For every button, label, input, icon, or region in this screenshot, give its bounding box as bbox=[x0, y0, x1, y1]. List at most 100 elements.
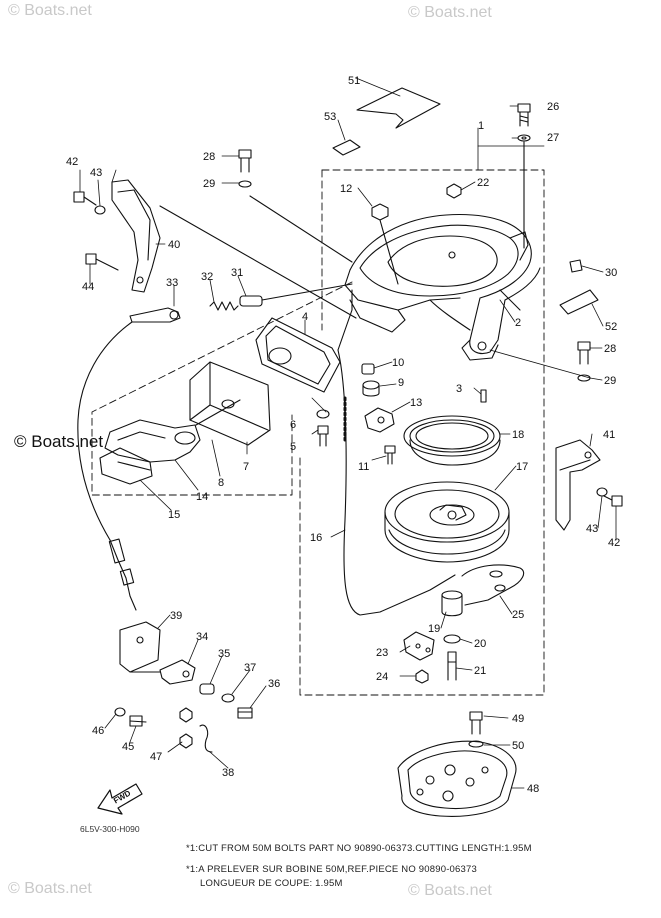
part-32-spring bbox=[209, 301, 239, 311]
part-number: 30 bbox=[605, 267, 617, 279]
part-42-bolt-left bbox=[73, 191, 97, 206]
part-number: 24 bbox=[376, 671, 388, 683]
part-29-washer-lower bbox=[577, 374, 591, 382]
part-number: 20 bbox=[474, 638, 486, 650]
part-number: 41 bbox=[603, 429, 615, 441]
part-number: 13 bbox=[410, 397, 422, 409]
part-number: 3 bbox=[456, 383, 462, 395]
part-number: 25 bbox=[512, 609, 524, 621]
part-number: 53 bbox=[324, 111, 336, 123]
cable-left bbox=[77, 321, 137, 611]
part-number: 2 bbox=[515, 317, 521, 329]
part-17-starter-pulley bbox=[384, 481, 510, 563]
part-number: 8 bbox=[218, 477, 224, 489]
part-number: 6 bbox=[290, 419, 296, 431]
part-39-bracket bbox=[119, 621, 161, 673]
part-number: 34 bbox=[196, 631, 208, 643]
footnote-english: *1:CUT FROM 50M BOLTS PART NO 90890-0637… bbox=[186, 843, 532, 854]
part-28-bolt-upper bbox=[238, 149, 252, 173]
part-21-bolt bbox=[447, 651, 457, 681]
part-53-label bbox=[332, 139, 361, 156]
diagram-code: 6L5V-300-H090 bbox=[80, 824, 140, 834]
part-number: 27 bbox=[547, 132, 559, 144]
part-number: 38 bbox=[222, 767, 234, 779]
part-number: 31 bbox=[231, 267, 243, 279]
watermark: © Boats.net bbox=[8, 880, 92, 897]
part-36-bolt bbox=[237, 707, 253, 719]
part-14-handle-grip bbox=[104, 419, 201, 463]
part-16-starter-cable bbox=[337, 349, 456, 616]
part-20-washer bbox=[443, 634, 461, 644]
part-11-screw bbox=[384, 445, 396, 465]
footnote-french: *1:A PRELEVER SUR BOBINE 50M,REF.PIECE N… bbox=[186, 864, 477, 875]
part-number: 45 bbox=[122, 741, 134, 753]
part-number: 11 bbox=[358, 461, 369, 473]
part-number: 9 bbox=[398, 377, 404, 389]
part-number: 15 bbox=[168, 509, 180, 521]
part-47-nuts bbox=[179, 707, 193, 749]
part-number: 37 bbox=[244, 662, 256, 674]
part-18-spiral-spring bbox=[403, 415, 501, 466]
part-number: 46 bbox=[92, 725, 104, 737]
part-6-washer bbox=[316, 409, 330, 419]
part-number: 5 bbox=[290, 441, 296, 453]
part-4-frame bbox=[255, 317, 341, 393]
part-number: 42 bbox=[66, 156, 78, 168]
footnote-french-length: LONGUEUR DE COUPE: 1.95M bbox=[200, 878, 343, 889]
part-34-lever bbox=[159, 659, 196, 685]
part-number: 18 bbox=[512, 429, 524, 441]
part-24-nut bbox=[415, 669, 429, 684]
watermark: © Boats.net bbox=[8, 2, 92, 19]
part-45-bolt bbox=[129, 715, 147, 727]
part-38-clip bbox=[199, 724, 213, 753]
part-19-collar bbox=[441, 590, 463, 617]
part-46-washer bbox=[114, 707, 126, 717]
part-number: 29 bbox=[604, 375, 616, 387]
part-40-bracket bbox=[111, 179, 161, 293]
part-number: 49 bbox=[512, 713, 524, 725]
part-number: 35 bbox=[218, 648, 230, 660]
part-number: 10 bbox=[392, 357, 404, 369]
part-28-bolt-lower bbox=[577, 341, 591, 365]
part-number: 1 bbox=[478, 120, 484, 132]
part-22-nut bbox=[446, 183, 462, 199]
part-number: 4 bbox=[302, 311, 308, 323]
part-44-bolt bbox=[85, 253, 119, 271]
part-number: 28 bbox=[203, 151, 215, 163]
fwd-arrow bbox=[97, 783, 143, 815]
part-number: 26 bbox=[547, 101, 559, 113]
part-15-handle-insert bbox=[99, 447, 153, 485]
part-number: 17 bbox=[516, 461, 528, 473]
watermark: © Boats.net bbox=[14, 432, 104, 451]
assembly-boundary-left bbox=[91, 281, 353, 496]
part-1-starter-housing bbox=[344, 213, 541, 361]
part-42-bolt-right bbox=[603, 495, 623, 507]
part-35-collar bbox=[199, 683, 215, 695]
part-number: 52 bbox=[605, 321, 617, 333]
assembly-boundary-right bbox=[299, 169, 545, 696]
part-27-washer bbox=[517, 134, 531, 142]
part-33-cable-end bbox=[129, 307, 181, 323]
part-3-pin bbox=[480, 389, 487, 403]
part-25-plate bbox=[461, 564, 525, 606]
watermark: © Boats.net bbox=[408, 4, 492, 21]
part-number: 22 bbox=[477, 177, 489, 189]
part-number: 40 bbox=[168, 239, 180, 251]
part-number: 28 bbox=[604, 343, 616, 355]
part-29-washer-upper bbox=[238, 180, 252, 188]
part-number: 50 bbox=[512, 740, 524, 752]
part-number: 43 bbox=[586, 523, 598, 535]
part-48-cover-plate bbox=[397, 740, 517, 817]
part-number: 51 bbox=[348, 75, 360, 87]
part-number: 7 bbox=[243, 461, 249, 473]
watermark: © Boats.net bbox=[408, 882, 492, 899]
part-number: 43 bbox=[90, 167, 102, 179]
part-number: 16 bbox=[310, 532, 322, 544]
part-number: 44 bbox=[82, 281, 94, 293]
part-number: 12 bbox=[340, 183, 352, 195]
part-8-handle-cord bbox=[195, 399, 241, 426]
part-23-bracket bbox=[403, 631, 435, 661]
part-41-bracket bbox=[555, 439, 601, 531]
part-31-plunger bbox=[239, 295, 263, 307]
